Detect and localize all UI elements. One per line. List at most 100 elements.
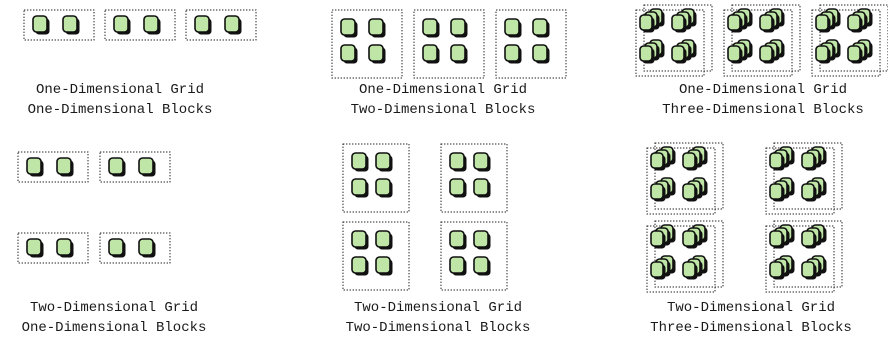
thread-cube-icon [801,183,817,202]
thread-block-2d [440,143,508,213]
dotted-block-frame [643,4,713,72]
thread-cube-icon [224,15,242,35]
thread-cube-icon [650,183,666,202]
dotted-block-frame [342,221,410,291]
caption-2d-grid-3d-blocks: Two-Dimensional Grid Three-Dimensional B… [650,298,852,338]
thread-cube-icon [801,152,817,171]
thread-cube-icon [769,152,785,171]
thread-cube-icon [143,15,161,35]
dotted-block-frame [17,232,89,264]
dotted-block-frame [646,225,716,293]
thread-cube-icon [340,18,358,38]
thread-cube-icon [108,238,126,258]
thread-block-1d [17,151,89,183]
thread-cube-icon [671,45,687,64]
thread-cube-icon [450,18,468,38]
grid-dimension-label: One-Dimensional Grid [678,82,848,98]
thread-block-3d [765,142,843,215]
thread-cube-icon [32,15,50,35]
dotted-block-frame [723,9,793,77]
caption-2d-grid-2d-blocks: Two-Dimensional Grid Two-Dimensional Blo… [346,298,531,338]
panel-2d-grid-3d-blocks [646,142,843,293]
thread-cube-icon [26,238,44,258]
dotted-block-frame [819,4,888,72]
thread-cube-icon [801,230,817,249]
thread-cube-icon [769,230,785,249]
dotted-block-frame [99,232,171,264]
thread-block-3d [635,4,713,77]
thread-cube-icon [639,45,655,64]
dotted-block-frame [646,147,716,215]
dotted-block-frame [765,147,835,215]
thread-block-1d [99,151,171,183]
thread-cube-icon [473,178,491,198]
dotted-block-frame [731,4,801,72]
thread-cube-icon [759,45,775,64]
thread-cube-icon [682,152,698,171]
thread-cube-icon [504,44,522,64]
thread-block-2d [440,221,508,291]
thread-cube-icon [340,44,358,64]
dotted-block-frame [654,220,724,288]
thread-block-3d [646,142,724,215]
thread-cube-icon [473,256,491,276]
thread-cube-icon [682,183,698,202]
thread-cube-icon [449,256,467,276]
dotted-block-frame [104,9,176,41]
dotted-block-frame [17,151,89,183]
thread-cube-icon [449,178,467,198]
thread-cube-icon [351,230,369,250]
dotted-block-frame [635,9,705,77]
thread-cube-icon [422,18,440,38]
thread-cube-icon [532,18,550,38]
caption-1d-grid-1d-blocks: One-Dimensional Grid One-Dimensional Blo… [28,80,213,120]
thread-cube-icon [532,44,550,64]
caption-1d-grid-2d-blocks: One-Dimensional Grid Two-Dimensional Blo… [351,80,536,120]
thread-cube-icon [351,256,369,276]
thread-cube-icon [138,238,156,258]
grid-dimension-label: Two-Dimensional Grid [666,300,836,316]
thread-block-2d [413,9,485,79]
thread-block-1d [99,232,171,264]
thread-block-3d [765,220,843,293]
thread-cube-icon [375,152,393,172]
thread-cube-icon [113,15,131,35]
thread-cube-icon [504,18,522,38]
grid-dimension-label: Two-Dimensional Grid [353,300,523,316]
thread-block-3d [646,220,724,293]
thread-cube-icon [650,261,666,280]
dotted-block-frame [811,9,881,77]
thread-cube-icon [671,14,687,33]
thread-block-2d [342,143,410,213]
dotted-block-frame [765,225,835,293]
thread-block-2d [495,9,567,79]
dotted-block-frame [440,143,508,213]
thread-cube-icon [769,183,785,202]
thread-cube-icon [449,152,467,172]
panel-1d-grid-1d-blocks [23,9,257,41]
thread-cube-icon [682,230,698,249]
thread-block-2d [331,9,403,79]
block-dimension-label: One-Dimensional Blocks [21,320,207,336]
thread-cube-icon [375,178,393,198]
thread-cube-icon [26,157,44,177]
thread-cube-icon [727,45,743,64]
thread-cube-icon [194,15,212,35]
block-dimension-label: Two-Dimensional Blocks [350,102,536,118]
thread-block-2d [342,221,410,291]
thread-cube-icon [56,157,74,177]
grid-dimension-label: One-Dimensional Grid [358,82,528,98]
thread-cube-icon [650,152,666,171]
thread-block-3d [723,4,801,77]
thread-cube-icon [759,14,775,33]
thread-cube-icon [815,14,831,33]
thread-cube-icon [62,15,80,35]
thread-cube-icon [351,178,369,198]
thread-cube-icon [801,261,817,280]
thread-cube-icon [769,261,785,280]
dotted-block-frame [773,220,843,288]
block-dimension-label: Three-Dimensional Blocks [662,102,864,118]
grid-dimension-label: One-Dimensional Grid [35,82,205,98]
thread-block-3d [811,4,888,77]
